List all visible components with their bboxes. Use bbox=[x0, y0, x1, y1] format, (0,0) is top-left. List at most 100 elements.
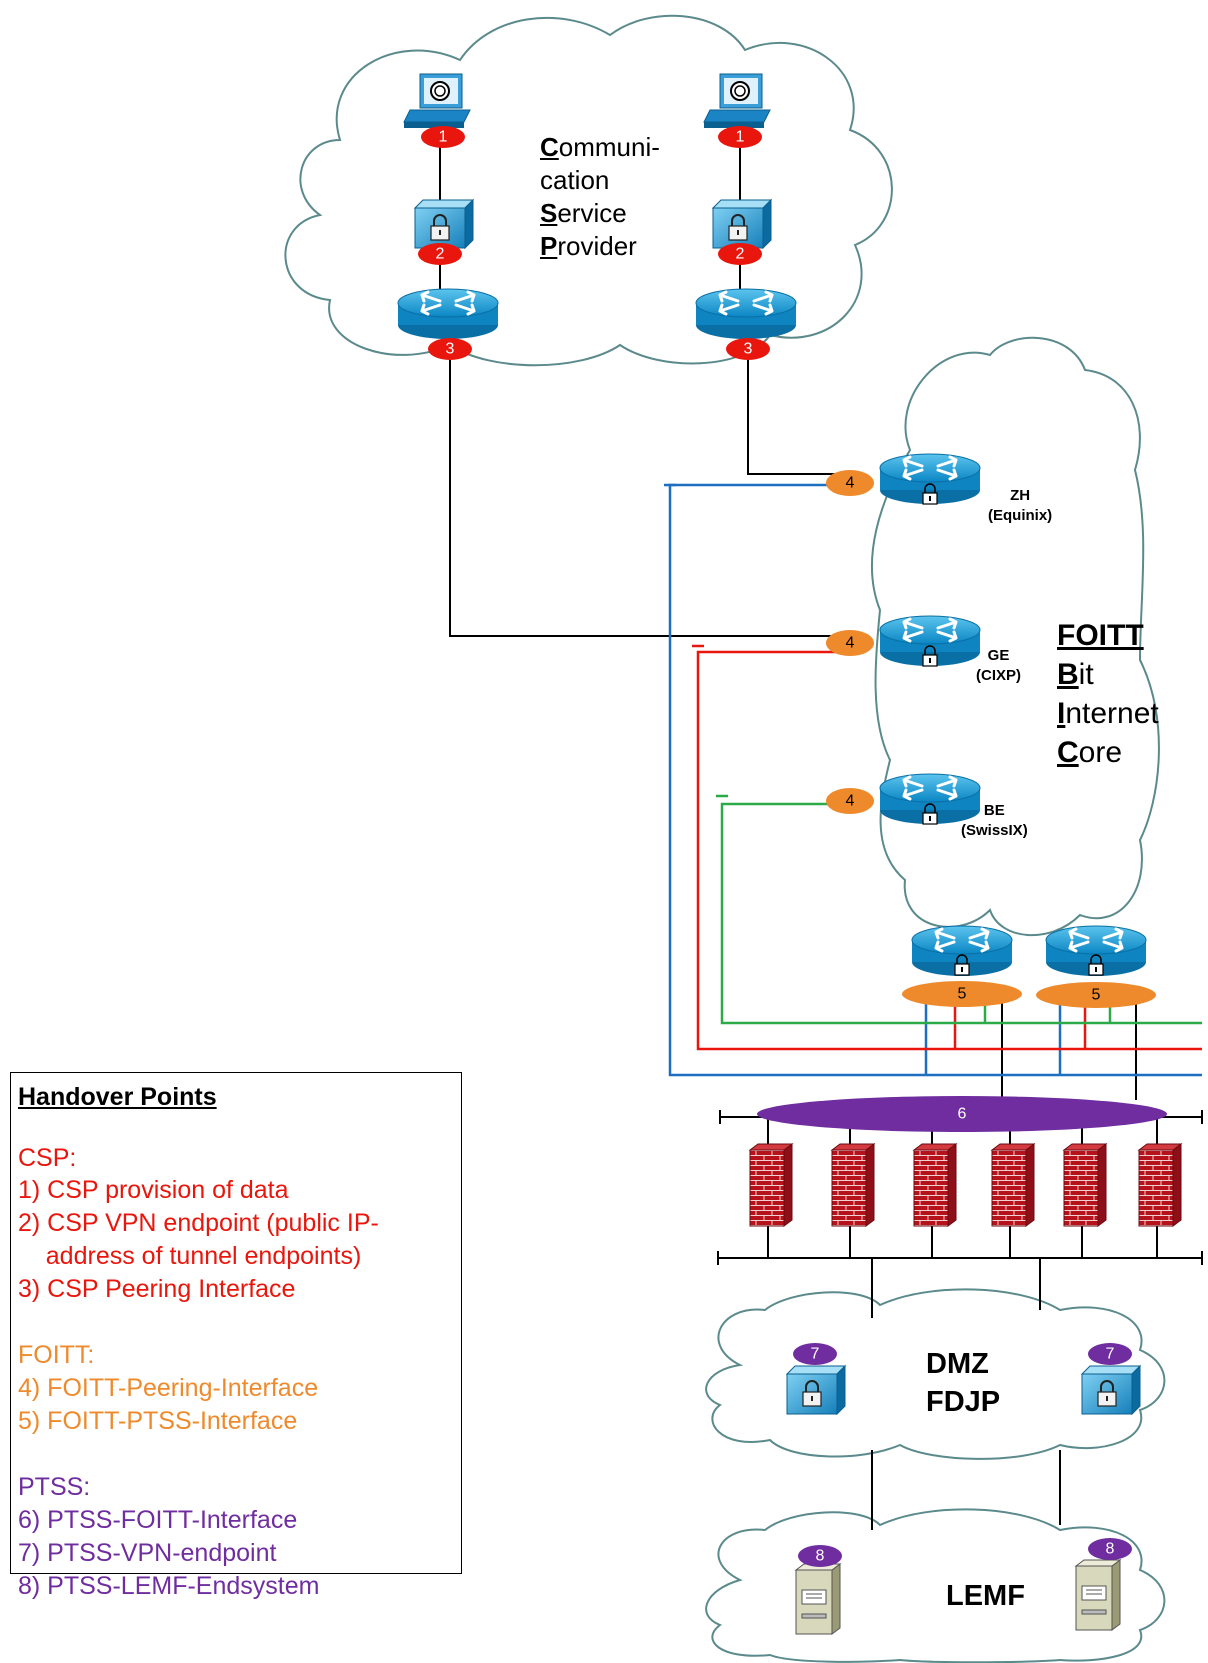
badge-3-right: 3 bbox=[726, 338, 770, 360]
legend-csp-item-3: address of tunnel endpoints) bbox=[18, 1242, 362, 1270]
csp-vpn-right-icon bbox=[712, 199, 772, 249]
badge-7-right-label: 7 bbox=[1106, 1346, 1115, 1363]
csp-title-line-4: Provider bbox=[540, 230, 660, 263]
badge-4-ge: 4 bbox=[826, 630, 874, 656]
core-cloud-title: FOITT Bit Internet Core bbox=[1057, 616, 1159, 772]
core-title-initial-2: B bbox=[1057, 658, 1079, 691]
core-title-line-4: Core bbox=[1057, 733, 1159, 772]
badge-4-zh-label: 4 bbox=[846, 475, 855, 492]
csp-title-line-2: cation bbox=[540, 164, 660, 197]
csp-title-rest-2: cation bbox=[540, 165, 610, 195]
site-zh-name: (Equinix) bbox=[988, 507, 1053, 524]
legend-foitt-item-1: 4) FOITT-Peering-Interface bbox=[18, 1374, 319, 1402]
csp-title-rest-1: ommuni- bbox=[558, 132, 660, 162]
badge-1-right-label: 1 bbox=[736, 129, 745, 146]
csp-title-initial-1: C bbox=[540, 132, 559, 162]
dmz-label: DMZ FDJP bbox=[926, 1345, 1000, 1421]
csp-title-line-3: Service bbox=[540, 197, 660, 230]
dmz-label-line-1: DMZ bbox=[926, 1348, 989, 1380]
csp-title-initial-3: S bbox=[540, 198, 558, 228]
legend-ptss-header: PTSS: bbox=[18, 1473, 91, 1501]
badge-6-bus: 6 bbox=[757, 1096, 1167, 1132]
core-title-rest-4: ore bbox=[1078, 736, 1123, 769]
badge-1-left: 1 bbox=[421, 126, 465, 148]
dmz-cloud bbox=[705, 1288, 1166, 1460]
badge-1-right: 1 bbox=[718, 126, 762, 148]
legend-csp-item-4: 3) CSP Peering Interface bbox=[18, 1275, 296, 1303]
legend-box bbox=[10, 1072, 462, 1574]
badge-7-left-label: 7 bbox=[811, 1346, 820, 1363]
badge-8-right-label: 8 bbox=[1106, 1541, 1115, 1558]
site-be-code: BE bbox=[983, 802, 1005, 819]
badge-8-left: 8 bbox=[798, 1545, 842, 1567]
csp-cloud-title: Communi- cation Service Provider bbox=[540, 131, 660, 263]
core-title-initial-1: FOITT bbox=[1057, 619, 1144, 652]
csp-router-left-icon bbox=[396, 287, 500, 341]
firewall-4-icon bbox=[991, 1143, 1035, 1227]
legend-ptss-item-3: 8) PTSS-LEMF-Endsystem bbox=[18, 1572, 320, 1600]
site-ge-name: (CIXP) bbox=[976, 667, 1021, 684]
firewall-3-icon bbox=[913, 1143, 957, 1227]
dmz-label-line-2: FDJP bbox=[926, 1386, 1001, 1418]
badge-3-right-label: 3 bbox=[744, 341, 753, 358]
core-title-rest-2: it bbox=[1078, 658, 1094, 691]
site-zh-code: ZH bbox=[1010, 487, 1031, 504]
legend-title: Handover Points bbox=[18, 1083, 217, 1111]
legend-csp-header: CSP: bbox=[18, 1144, 77, 1172]
badge-7-right: 7 bbox=[1088, 1343, 1132, 1365]
site-be-name: (SwissIX) bbox=[961, 822, 1028, 839]
legend-foitt-item-2: 5) FOITT-PTSS-Interface bbox=[18, 1407, 298, 1435]
legend-foitt-header: FOITT: bbox=[18, 1341, 95, 1369]
badge-3-left-label: 3 bbox=[446, 341, 455, 358]
csp-title-line-1: Communi- bbox=[540, 131, 660, 164]
badge-8-left-label: 8 bbox=[816, 1548, 825, 1565]
csp-title-initial-4: P bbox=[540, 231, 558, 261]
core-title-line-3: Internet bbox=[1057, 694, 1159, 733]
dmz-vpn-left-icon bbox=[786, 1365, 846, 1415]
firewall-6-icon bbox=[1138, 1143, 1182, 1227]
badge-2-left: 2 bbox=[418, 243, 462, 265]
legend-ptss-item-1: 6) PTSS-FOITT-Interface bbox=[18, 1506, 298, 1534]
firewall-1-icon bbox=[749, 1143, 793, 1227]
lemf-server-left-icon bbox=[795, 1563, 841, 1635]
site-ge-code: GE bbox=[987, 647, 1010, 664]
csp-title-rest-3: ervice bbox=[557, 198, 627, 228]
badge-7-left: 7 bbox=[793, 1343, 837, 1365]
badge-4-be: 4 bbox=[826, 788, 874, 814]
badge-1-left-label: 1 bbox=[439, 129, 448, 146]
badge-5-right: 5 bbox=[1036, 982, 1156, 1008]
badge-5-right-label: 5 bbox=[1092, 987, 1101, 1004]
legend-csp-item-1: 1) CSP provision of data bbox=[18, 1176, 289, 1204]
badge-2-right-label: 2 bbox=[736, 246, 745, 263]
badge-5-left-label: 5 bbox=[958, 986, 967, 1003]
badge-5-left: 5 bbox=[902, 981, 1022, 1007]
badge-3-left: 3 bbox=[428, 338, 472, 360]
csp-title-rest-4: rovider bbox=[557, 231, 637, 261]
core-title-rest-3: nternet bbox=[1065, 697, 1159, 730]
core-title-line-2: Bit bbox=[1057, 655, 1159, 694]
site-be-label: BE (SwissIX) bbox=[961, 801, 1028, 841]
badge-4-zh: 4 bbox=[826, 470, 874, 496]
badge-4-ge-label: 4 bbox=[846, 635, 855, 652]
dmz-vpn-right-icon bbox=[1081, 1365, 1141, 1415]
csp-router-right-icon bbox=[694, 287, 798, 341]
black-links bbox=[439, 128, 1137, 1100]
badge-2-left-label: 2 bbox=[436, 246, 445, 263]
legend-ptss-item-2: 7) PTSS-VPN-endpoint bbox=[18, 1539, 277, 1567]
core-title-initial-4: C bbox=[1057, 736, 1079, 769]
badge-8-right: 8 bbox=[1088, 1538, 1132, 1560]
badge-2-right: 2 bbox=[718, 243, 762, 265]
site-ge-label: GE (CIXP) bbox=[976, 646, 1021, 686]
lemf-label: LEMF bbox=[946, 1580, 1025, 1612]
badge-4-be-label: 4 bbox=[846, 793, 855, 810]
csp-vpn-left-icon bbox=[414, 199, 474, 249]
badge-6-label: 6 bbox=[958, 1106, 967, 1123]
firewall-2-icon bbox=[831, 1143, 875, 1227]
core-title-line-1: FOITT bbox=[1057, 616, 1159, 655]
core-title-initial-3: I bbox=[1057, 697, 1066, 730]
site-zh-label: ZH (Equinix) bbox=[988, 486, 1052, 526]
firewall-5-icon bbox=[1063, 1143, 1107, 1227]
legend-csp-item-2: 2) CSP VPN endpoint (public IP- bbox=[18, 1209, 379, 1237]
lemf-server-right-icon bbox=[1075, 1559, 1121, 1631]
